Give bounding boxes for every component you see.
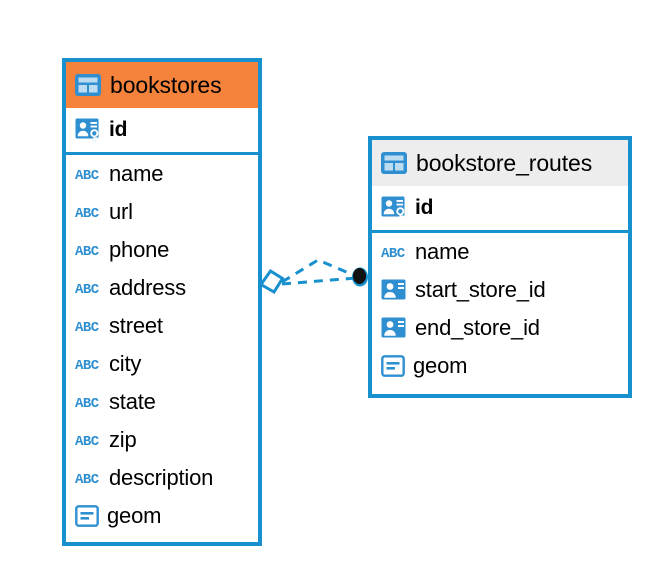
column-row-address[interactable]: ABC address [66, 269, 258, 307]
table-icon [381, 152, 407, 174]
column-label-url: url [109, 199, 133, 224]
table-icon [75, 74, 101, 96]
column-list-bookstore-routes: ABC name start_store_id [372, 233, 628, 385]
text-type-icon: ABC [75, 280, 101, 296]
column-row-geom[interactable]: geom [372, 347, 628, 385]
column-row-description[interactable]: ABC description [66, 459, 258, 497]
column-label-name: name [109, 161, 164, 186]
svg-text:ABC: ABC [75, 206, 100, 220]
entity-table-bookstore-routes[interactable]: bookstore_routes id [368, 136, 632, 398]
text-type-icon: ABC [75, 204, 101, 220]
foreign-key-icon [381, 278, 407, 302]
column-row-name[interactable]: ABC name [66, 155, 258, 193]
column-label-geom: geom [413, 353, 468, 378]
svg-text:ABC: ABC [75, 320, 100, 334]
svg-text:ABC: ABC [75, 396, 100, 410]
primary-key-icon [75, 117, 101, 143]
svg-text:ABC: ABC [75, 434, 100, 448]
entity-header-bookstore-routes[interactable]: bookstore_routes [372, 140, 628, 186]
column-label-zip: zip [109, 427, 137, 452]
column-row-street[interactable]: ABC street [66, 307, 258, 345]
entity-title-bookstores: bookstores [110, 71, 222, 98]
column-row-geom[interactable]: geom [66, 497, 258, 535]
diamond-outline-marker [258, 268, 285, 295]
column-label-description: description [109, 465, 214, 490]
primary-key-block-bookstore-routes: id [372, 186, 628, 233]
column-row-city[interactable]: ABC city [66, 345, 258, 383]
column-label-id: id [415, 196, 434, 219]
svg-text:ABC: ABC [381, 246, 406, 260]
text-type-icon: ABC [75, 432, 101, 448]
column-row-end-store-id[interactable]: end_store_id [372, 309, 628, 347]
text-type-icon: ABC [75, 318, 101, 334]
text-type-icon: ABC [75, 394, 101, 410]
primary-key-icon [381, 195, 407, 221]
svg-text:ABC: ABC [75, 358, 100, 372]
column-row-url[interactable]: ABC url [66, 193, 258, 231]
entity-title-bookstore-routes: bookstore_routes [416, 149, 593, 176]
primary-key-block-bookstores: id [66, 108, 258, 155]
text-type-icon: ABC [75, 166, 101, 182]
text-type-icon: ABC [381, 244, 407, 260]
column-label-state: state [109, 389, 156, 414]
column-row-id[interactable]: id [66, 108, 258, 152]
column-label-id: id [109, 118, 128, 141]
text-type-icon: ABC [75, 242, 101, 258]
column-row-zip[interactable]: ABC zip [66, 421, 258, 459]
relationship-branch-upper [281, 258, 357, 284]
column-row-start-store-id[interactable]: start_store_id [372, 271, 628, 309]
geometry-type-icon [381, 355, 405, 377]
column-label-end-store-id: end_store_id [415, 315, 540, 340]
column-label-street: street [109, 313, 163, 338]
column-row-name[interactable]: ABC name [372, 233, 628, 271]
svg-text:ABC: ABC [75, 168, 100, 182]
entity-header-bookstores[interactable]: bookstores [66, 62, 258, 108]
svg-text:ABC: ABC [75, 282, 100, 296]
column-row-phone[interactable]: ABC phone [66, 231, 258, 269]
column-label-geom: geom [107, 503, 162, 528]
column-label-city: city [109, 351, 142, 376]
relationship-branch-lower [281, 276, 357, 286]
column-label-name: name [415, 239, 470, 264]
column-row-state[interactable]: ABC state [66, 383, 258, 421]
column-list-bookstores: ABC name ABC url ABC [66, 155, 258, 535]
svg-text:ABC: ABC [75, 472, 100, 486]
foreign-key-icon [381, 316, 407, 340]
column-label-phone: phone [109, 237, 170, 262]
svg-text:ABC: ABC [75, 244, 100, 258]
filled-circle-marker [352, 267, 368, 287]
text-type-icon: ABC [75, 470, 101, 486]
entity-table-bookstores[interactable]: bookstores id [62, 58, 262, 546]
geometry-type-icon [75, 505, 99, 527]
column-row-id[interactable]: id [372, 186, 628, 230]
column-label-start-store-id: start_store_id [415, 277, 546, 302]
text-type-icon: ABC [75, 356, 101, 372]
column-label-address: address [109, 275, 186, 300]
